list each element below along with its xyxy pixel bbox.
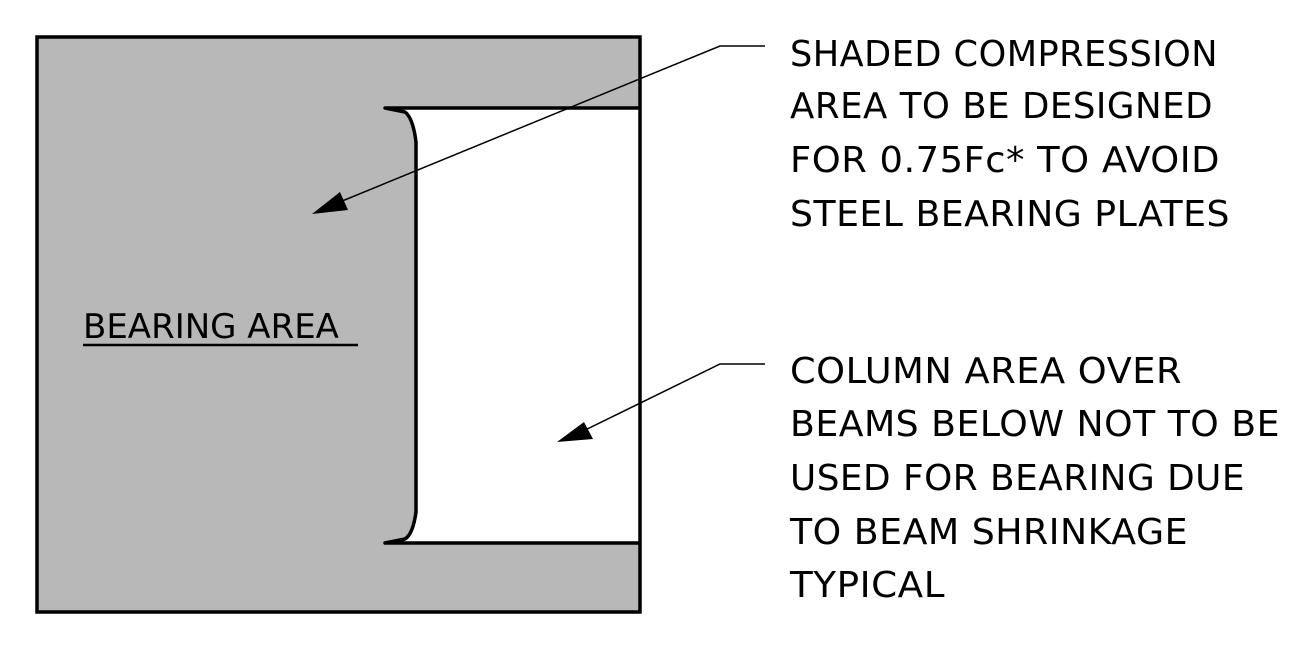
column-section-outline	[383, 106, 640, 545]
column-note-line-1: COLUMN AREA OVER	[790, 351, 1182, 392]
compression-note-line-1: SHADED COMPRESSION	[790, 34, 1218, 75]
compression-leader-line	[329, 45, 765, 207]
column-arrow-head	[557, 422, 593, 442]
compression-note: SHADED COMPRESSION AREA TO BE DESIGNED F…	[790, 34, 1230, 235]
compression-note-line-4: STEEL BEARING PLATES	[790, 194, 1230, 235]
compression-note-line-2: AREA TO BE DESIGNED	[790, 86, 1213, 127]
plate-outline	[35, 35, 642, 614]
column-note: COLUMN AREA OVER BEAMS BELOW NOT TO BE U…	[789, 351, 1280, 606]
column-note-line-5: TYPICAL	[789, 565, 945, 606]
shaded-compression-area	[37, 37, 640, 612]
column-leader-line	[574, 363, 765, 436]
column-note-line-4: TO BEAM SHRINKAGE	[789, 512, 1188, 553]
column-note-line-3: USED FOR BEARING DUE	[790, 458, 1245, 499]
column-note-line-2: BEAMS BELOW NOT TO BE	[790, 404, 1280, 445]
compression-arrow-head	[312, 192, 348, 214]
compression-note-line-3: FOR 0.75Fc* TO AVOID	[790, 140, 1220, 181]
bearing-area-label: BEARING AREA	[83, 307, 339, 347]
